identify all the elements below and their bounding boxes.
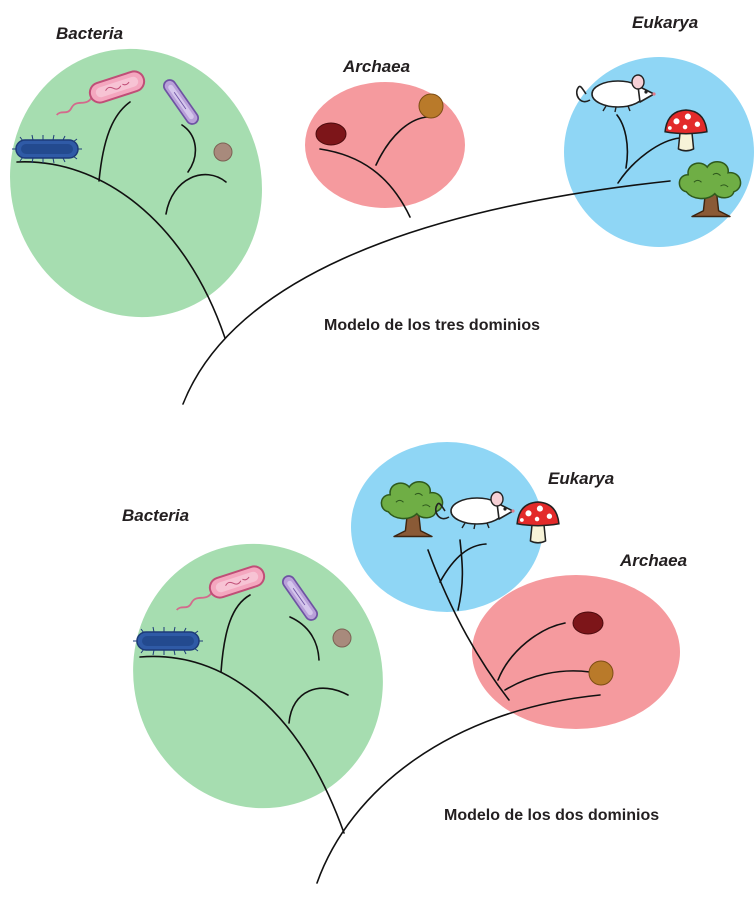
panel-title: Modelo de los tres dominios [324, 317, 540, 334]
eukarya-label: Eukarya [632, 13, 698, 32]
eukarya-region [351, 442, 543, 612]
three-domain-model: Bacteria Archaea Eukarya Modelo de los t… [0, 13, 754, 404]
coccus-icon [214, 143, 232, 161]
eukarya-label: Eukarya [548, 469, 614, 488]
eukarya-region [564, 57, 754, 247]
archaea-label: Archaea [342, 57, 410, 76]
panel-title: Modelo de los dos dominios [444, 807, 659, 824]
archaea-label: Archaea [619, 551, 687, 570]
archaeon-brown-icon [419, 94, 443, 118]
two-domain-model: Bacteria Eukarya Archaea Modelo de los d… [99, 442, 687, 883]
bacteria-label: Bacteria [122, 506, 189, 525]
archaeon-brown-icon [589, 661, 613, 685]
bacteria-region [0, 16, 297, 350]
archaeon-dark-red-icon [573, 612, 603, 634]
archaea-region [472, 575, 680, 729]
archaeon-dark-red-icon [316, 123, 346, 145]
bacteria-label: Bacteria [56, 24, 123, 43]
coccus-icon [333, 629, 351, 647]
